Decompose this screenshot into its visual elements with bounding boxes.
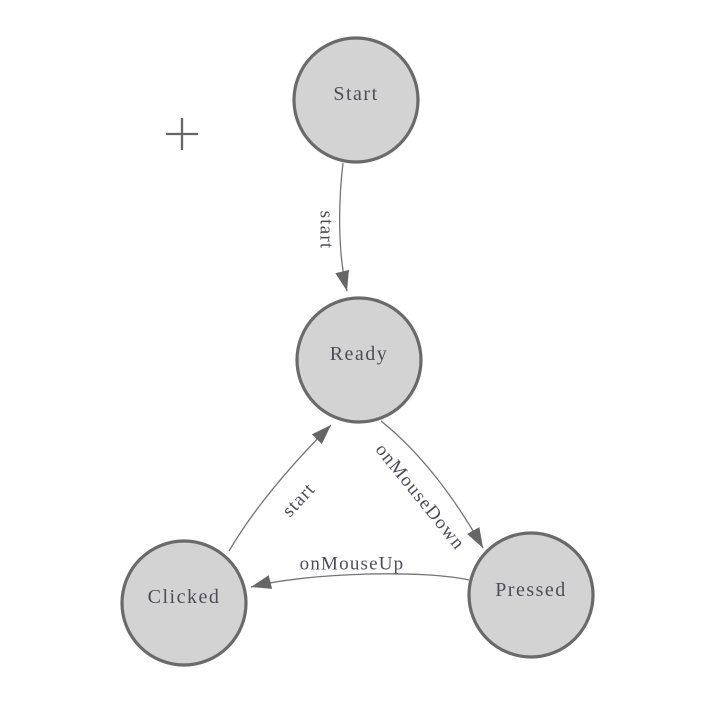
node-pressed[interactable]: Pressed xyxy=(467,531,595,659)
node-circle-start[interactable] xyxy=(292,36,420,164)
plus-crosshair-icon xyxy=(166,118,198,150)
edge-label-onmouseup: onMouseUp xyxy=(300,554,405,575)
edge-pressed-to-clicked: onMouseUp xyxy=(250,554,470,589)
edge-label-start-2: start xyxy=(278,479,320,522)
edge-line-pressed-to-clicked[interactable] xyxy=(250,573,470,589)
node-clicked[interactable]: Clicked xyxy=(120,539,248,667)
edge-clicked-to-ready: start xyxy=(228,424,332,552)
node-label-clicked: Clicked xyxy=(148,586,221,608)
edge-label-onmousedown: onMouseDown xyxy=(371,440,469,555)
edge-line-ready-to-pressed[interactable] xyxy=(380,420,484,549)
node-circle-ready[interactable] xyxy=(295,296,423,424)
node-label-start: Start xyxy=(333,83,378,105)
edge-start-to-ready: start xyxy=(316,162,349,292)
node-label-ready: Ready xyxy=(330,343,389,365)
node-start[interactable]: Start xyxy=(292,36,420,164)
node-ready[interactable]: Ready xyxy=(295,296,423,424)
edge-label-start: start xyxy=(316,211,337,250)
node-label-pressed: Pressed xyxy=(495,579,567,601)
node-circle-clicked[interactable] xyxy=(120,539,248,667)
edge-line-start-to-ready[interactable] xyxy=(335,162,349,292)
node-circle-pressed[interactable] xyxy=(467,531,595,659)
edge-line-clicked-to-ready[interactable] xyxy=(228,424,332,552)
edge-ready-to-pressed: onMouseDown xyxy=(371,420,484,555)
